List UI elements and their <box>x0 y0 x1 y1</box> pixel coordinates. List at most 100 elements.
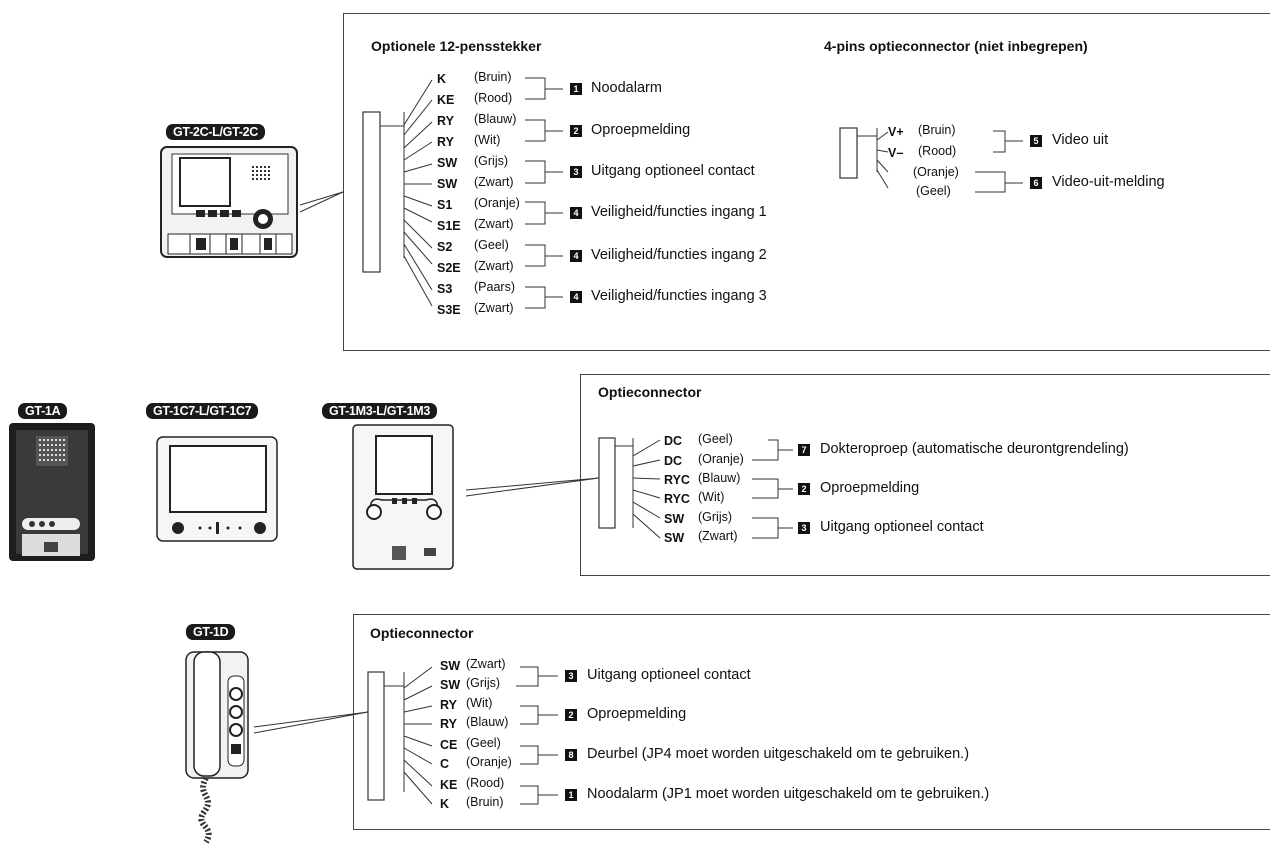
p1-wire-color: (Paars) <box>474 280 515 294</box>
function-label: Veiligheid/functies ingang 1 <box>591 204 767 220</box>
p1-4pin-color: (Bruin) <box>918 123 956 137</box>
p1-wire-color: (Blauw) <box>474 112 517 126</box>
gt-1m3-device-image <box>352 424 454 570</box>
p1-wire-code: SW <box>437 156 458 170</box>
p1-wire-code: KE <box>437 93 455 107</box>
p2-wire-color: (Wit) <box>698 490 725 504</box>
p1-wire-code: S2E <box>437 261 461 275</box>
function-label: Video uit <box>1052 132 1109 148</box>
p1-wire-code: RY <box>437 135 454 149</box>
p1-4pin-code: V– <box>888 146 904 160</box>
p3-wire-color: (Oranje) <box>466 755 512 769</box>
p3-wire-color: (Zwart) <box>466 657 506 671</box>
function-number-badge: 2 <box>798 483 810 495</box>
p2-wire-code: RYC <box>664 473 690 487</box>
panel2-title: Optieconnector <box>598 384 702 400</box>
p2-wire-code: SW <box>664 531 685 545</box>
function-label: Uitgang optioneel contact <box>591 163 755 179</box>
p1-wire-code: S2 <box>437 240 453 254</box>
function-number-badge: 5 <box>1030 135 1042 147</box>
gt-2c-device-image <box>160 146 298 258</box>
p1-wire-color: (Zwart) <box>474 259 514 273</box>
function-number-badge: 6 <box>1030 177 1042 189</box>
p3-wire-code: SW <box>440 678 461 692</box>
p1-4pin-color: (Oranje) <box>913 165 959 179</box>
p3-wire-color: (Rood) <box>466 776 505 790</box>
p2-wire-code: SW <box>664 512 685 526</box>
function-number-badge: 1 <box>570 83 582 95</box>
device-label-gt-1c7: GT-1C7-L/GT-1C7 <box>146 403 259 419</box>
panel1-title-left: Optionele 12-pensstekker <box>371 38 542 54</box>
device-label-gt-2c: GT-2C-L/GT-2C <box>166 124 265 140</box>
p1-wire-code: S3E <box>437 303 461 317</box>
p1-4pin-code: V+ <box>888 125 904 139</box>
function-number-badge: 4 <box>570 250 582 262</box>
p1-4pin-color: (Rood) <box>918 144 957 158</box>
p2-wire-color: (Geel) <box>698 432 733 446</box>
function-number-badge: 3 <box>565 670 577 682</box>
p1-wire-code: K <box>437 72 447 86</box>
p1-wire-color: (Zwart) <box>474 175 514 189</box>
p1-wire-color: (Wit) <box>474 133 501 147</box>
p3-wire-color: (Blauw) <box>466 715 509 729</box>
panel-12-pin-connector <box>343 13 1270 351</box>
function-number-badge: 8 <box>565 749 577 761</box>
p3-wire-code: RY <box>440 698 457 712</box>
p1-wire-code: RY <box>437 114 454 128</box>
gt-1a-device-image <box>9 423 95 561</box>
function-number-badge: 4 <box>570 207 582 219</box>
p3-wire-code: K <box>440 797 450 811</box>
p1-wire-color: (Zwart) <box>474 301 514 315</box>
panel3-title: Optieconnector <box>370 625 474 641</box>
function-label: Veiligheid/functies ingang 2 <box>591 247 767 263</box>
p1-wire-color: (Bruin) <box>474 70 512 84</box>
p1-wire-code: SW <box>437 177 458 191</box>
function-number-badge: 7 <box>798 444 810 456</box>
function-number-badge: 2 <box>565 709 577 721</box>
function-label: Deurbel (JP4 moet worden uitgeschakeld o… <box>587 746 970 762</box>
gt-1d-device-image <box>185 651 249 844</box>
panel-option-connector-3 <box>353 614 1270 830</box>
p3-wire-code: SW <box>440 659 461 673</box>
p1-wire-code: S1 <box>437 198 453 212</box>
function-label: Noodalarm (JP1 moet worden uitgeschakeld… <box>587 786 990 802</box>
p1-wire-code: S1E <box>437 219 461 233</box>
panel-option-connector-2 <box>580 374 1270 576</box>
function-label: Oproepmelding <box>591 122 691 138</box>
p1-wire-color: (Zwart) <box>474 217 514 231</box>
gt-1c7-device-image <box>156 436 278 542</box>
function-number-badge: 4 <box>570 291 582 303</box>
p3-wire-code: KE <box>440 778 458 792</box>
function-label: Oproepmelding <box>587 706 687 722</box>
p2-wire-code: RYC <box>664 492 690 506</box>
p3-wire-color: (Grijs) <box>466 676 501 690</box>
p2-wire-code: DC <box>664 454 683 468</box>
p3-wire-code: C <box>440 757 450 771</box>
function-number-badge: 3 <box>570 166 582 178</box>
p2-wire-code: DC <box>664 434 683 448</box>
p3-wire-color: (Bruin) <box>466 795 504 809</box>
function-label: Video-uit-melding <box>1052 174 1165 190</box>
function-label: Noodalarm <box>591 80 662 96</box>
p1-wire-code: S3 <box>437 282 453 296</box>
p1-wire-color: (Geel) <box>474 238 509 252</box>
device-label-gt-1d: GT-1D <box>186 624 236 640</box>
p1-4pin-color: (Geel) <box>916 184 951 198</box>
p3-wire-color: (Geel) <box>466 736 501 750</box>
device-label-gt-1m3: GT-1M3-L/GT-1M3 <box>322 403 438 419</box>
function-label: Uitgang optioneel contact <box>820 519 984 535</box>
p1-wire-color: (Rood) <box>474 91 513 105</box>
panel1-title-right: 4-pins optieconnector (niet inbegrepen) <box>824 38 1088 54</box>
function-label: Oproepmelding <box>820 480 920 496</box>
p2-wire-color: (Grijs) <box>698 510 733 524</box>
function-number-badge: 1 <box>565 789 577 801</box>
p3-wire-code: RY <box>440 717 457 731</box>
function-number-badge: 2 <box>570 125 582 137</box>
function-number-badge: 3 <box>798 522 810 534</box>
device-label-gt-1a: GT-1A <box>18 403 68 419</box>
p1-wire-color: (Grijs) <box>474 154 509 168</box>
function-label: Uitgang optioneel contact <box>587 667 751 683</box>
